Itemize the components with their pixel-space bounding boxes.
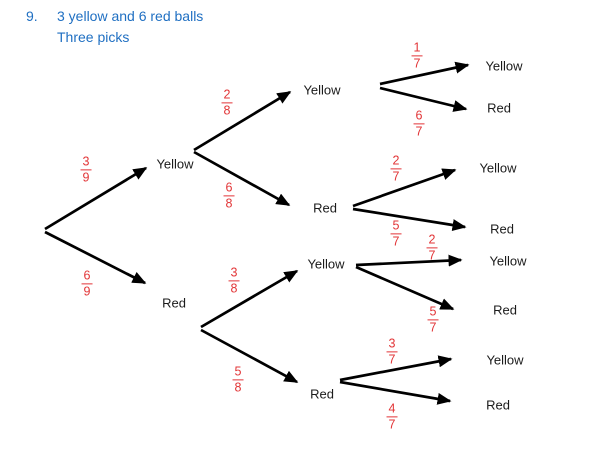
prob-red: 6 9 <box>81 268 93 299</box>
prob-yellow-red-red: 5 7 <box>390 218 402 249</box>
branch-red-yellow <box>200 269 299 329</box>
prob-red-yellow-yellow: 2 7 <box>426 232 438 263</box>
outcome-yellow-red-yellow: Yellow <box>479 160 517 176</box>
outcome-red-red-red: Red <box>486 397 510 413</box>
outcome-yellow-yellow-red: Red <box>487 100 511 116</box>
question-line-2: Three picks <box>57 29 130 45</box>
prob-yellow-red: 6 8 <box>223 180 235 211</box>
branch-yellow-red-red <box>352 207 467 231</box>
branch-root-red <box>44 230 147 285</box>
node-yellow-red: Red <box>313 200 337 216</box>
node-yellow: Yellow <box>156 156 194 172</box>
node-red-yellow: Yellow <box>307 256 345 272</box>
outcome-red-yellow-yellow: Yellow <box>489 253 527 269</box>
prob-red-yellow: 3 8 <box>228 265 240 296</box>
question-line-1: 3 yellow and 6 red balls <box>57 8 204 24</box>
prob-yellow-yellow-yellow: 1 7 <box>411 40 423 71</box>
prob-yellow: 3 9 <box>80 154 92 185</box>
prob-red-red-yellow: 3 7 <box>386 336 398 367</box>
node-red: Red <box>162 295 186 311</box>
branch-yellow-red <box>193 150 291 207</box>
outcome-red-yellow-red: Red <box>493 302 517 318</box>
branch-red-red-yellow <box>339 355 453 382</box>
node-red-red: Red <box>310 386 334 402</box>
branch-red-yellow-red <box>355 265 455 311</box>
branch-yellow-red-yellow <box>352 168 457 208</box>
question-header: 9. 3 yellow and 6 red balls Three picks <box>26 6 203 48</box>
outcome-yellow-yellow-yellow: Yellow <box>485 58 523 74</box>
branch-yellow-yellow-yellow <box>379 61 470 86</box>
branch-red-yellow-yellow <box>355 254 463 267</box>
branch-root-yellow <box>44 166 148 231</box>
node-yellow-yellow: Yellow <box>303 82 341 98</box>
branch-red-red-red <box>339 380 452 405</box>
question-text: 3 yellow and 6 red balls Three picks <box>57 6 203 48</box>
prob-yellow-yellow: 2 8 <box>221 87 233 118</box>
branch-red-red <box>200 328 299 384</box>
outcome-yellow-red-red: Red <box>490 221 514 237</box>
prob-yellow-red-yellow: 2 7 <box>390 153 402 184</box>
prob-yellow-yellow-red: 6 7 <box>413 108 425 139</box>
branch-yellow-yellow-red <box>379 86 468 112</box>
branch-yellow-yellow <box>193 90 292 152</box>
prob-red-red: 5 8 <box>232 364 244 395</box>
outcome-red-red-yellow: Yellow <box>486 352 524 368</box>
question-number: 9. <box>26 8 38 24</box>
prob-red-yellow-red: 5 7 <box>427 304 439 335</box>
prob-red-red-red: 4 7 <box>386 401 398 432</box>
